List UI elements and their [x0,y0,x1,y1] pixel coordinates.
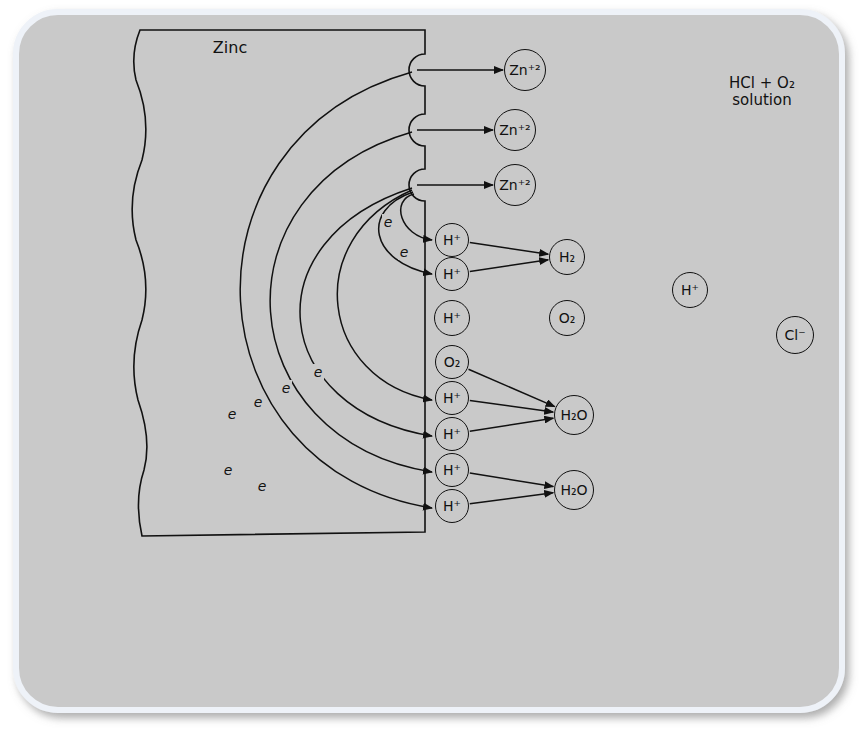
species-formula: Zn⁺² [499,178,530,192]
reaction-arrow [470,401,553,413]
reaction-arrow [470,493,553,504]
species-formula: H⁺ [443,267,461,281]
electron-label: e [312,364,325,380]
species-formula: H⁺ [681,283,699,297]
species-formula: H₂ [559,250,575,264]
species-circle: H⁺ [435,489,469,523]
electron-label: e [226,406,239,422]
species-circle: Zn⁺² [494,109,536,151]
species-circle: H₂ [549,239,585,275]
reaction-arrow [470,418,554,431]
species-formula: H₂O [560,408,587,422]
species-formula: H⁺ [443,391,461,405]
zinc-label: Zinc [213,39,247,57]
species-formula: H⁺ [443,463,461,477]
species-circle: H⁺ [435,417,469,451]
reaction-arrow [470,473,554,487]
species-circle: H⁺ [672,272,708,308]
species-circle: H⁺ [434,300,470,336]
species-circle: Zn⁺² [504,49,546,91]
species-formula: H⁺ [443,499,461,513]
reaction-arrow [470,260,548,272]
electron-label: e [222,462,235,478]
species-formula: O₂ [559,311,576,325]
electron-label: e [252,394,265,410]
electron-label: e [382,214,395,230]
reaction-arrow [470,243,548,255]
electron-label: e [280,380,293,396]
species-formula: H⁺ [443,427,461,441]
species-circle: O₂ [549,300,585,336]
species-circle: H⁺ [435,453,469,487]
species-formula: H⁺ [443,311,461,325]
species-formula: Zn⁺² [499,123,530,137]
electron-label: e [256,478,269,494]
species-circle: H⁺ [435,381,469,415]
species-formula: Cl⁻ [784,328,805,342]
species-circle: O₂ [435,345,469,379]
species-circle: Cl⁻ [776,316,814,354]
species-circle: H₂O [554,395,594,435]
species-formula: H₂O [560,483,587,497]
electron-label: e [398,244,411,260]
species-circle: Zn⁺² [494,164,536,206]
species-circle: H⁺ [435,223,469,257]
species-circle: H₂O [554,470,594,510]
species-formula: H⁺ [443,233,461,247]
species-formula: O₂ [444,355,461,369]
species-formula: Zn⁺² [509,63,540,77]
solution-label: HCl + O₂ solution [716,75,808,110]
species-circle: H⁺ [435,257,469,291]
reaction-arrow [469,369,555,406]
